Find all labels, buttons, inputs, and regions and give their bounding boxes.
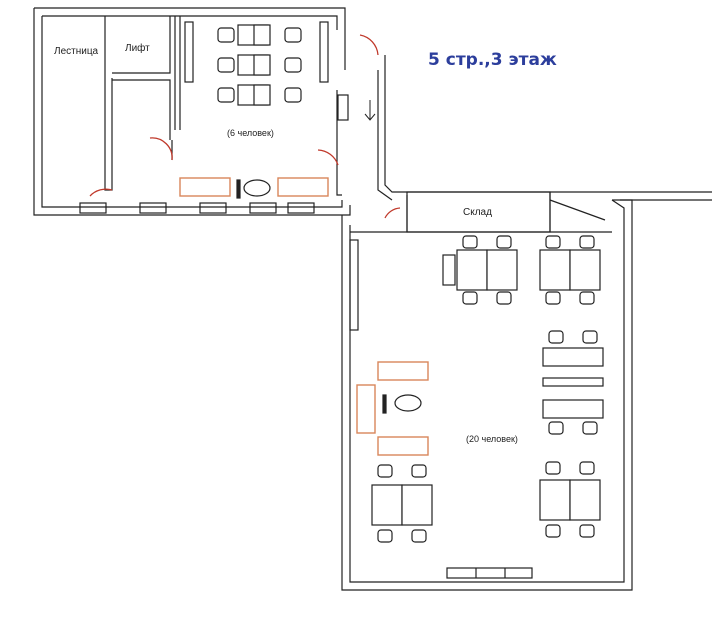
sofa-v-bottom bbox=[377, 436, 429, 456]
sofa-left bbox=[179, 177, 231, 197]
large-office-desks bbox=[371, 235, 604, 543]
sofa-v-top bbox=[377, 361, 429, 381]
door-elevator bbox=[149, 137, 173, 161]
window-3 bbox=[199, 202, 227, 214]
window-4 bbox=[249, 202, 277, 214]
window-1 bbox=[79, 202, 107, 214]
office-left-wall bbox=[171, 16, 181, 160]
label-elevator: Лифт bbox=[125, 43, 150, 54]
coffee-table-small bbox=[243, 179, 271, 197]
corridor-wall-left bbox=[336, 22, 346, 196]
window-2 bbox=[139, 202, 167, 214]
lower-block-inner-wall bbox=[349, 199, 625, 583]
label-stairs: Лестница bbox=[54, 46, 99, 57]
label-storage: Склад bbox=[463, 207, 492, 218]
door-lower bbox=[384, 207, 401, 219]
small-office-desks bbox=[217, 24, 302, 106]
sofa-right bbox=[277, 177, 329, 197]
storage-divider bbox=[549, 192, 606, 232]
label-small-office: (6 человек) bbox=[227, 128, 274, 138]
sofa-v-side bbox=[356, 384, 376, 434]
upper-block-inner-wall bbox=[41, 15, 343, 208]
lower-block-outer-wall bbox=[341, 199, 633, 591]
door-stairs bbox=[89, 188, 113, 197]
window-5 bbox=[287, 202, 315, 214]
coffee-table-large bbox=[394, 394, 422, 412]
window-bottom bbox=[446, 567, 533, 579]
upper-block-outer-wall bbox=[33, 7, 351, 216]
stairs-room-wall bbox=[104, 16, 113, 191]
arrow-down bbox=[364, 100, 376, 121]
door-office bbox=[317, 149, 339, 166]
label-large-office: (20 человек) bbox=[466, 434, 518, 444]
plan-title: 5 стр.,3 этаж bbox=[428, 50, 557, 70]
elevator-room bbox=[112, 16, 171, 140]
window-left bbox=[349, 239, 359, 331]
corridor-wall-right bbox=[377, 55, 612, 201]
door-corridor-top bbox=[359, 34, 379, 56]
corridor-top-right bbox=[612, 191, 712, 201]
column-1 bbox=[184, 21, 194, 83]
column-2 bbox=[319, 21, 329, 83]
stairs-window bbox=[337, 94, 349, 121]
